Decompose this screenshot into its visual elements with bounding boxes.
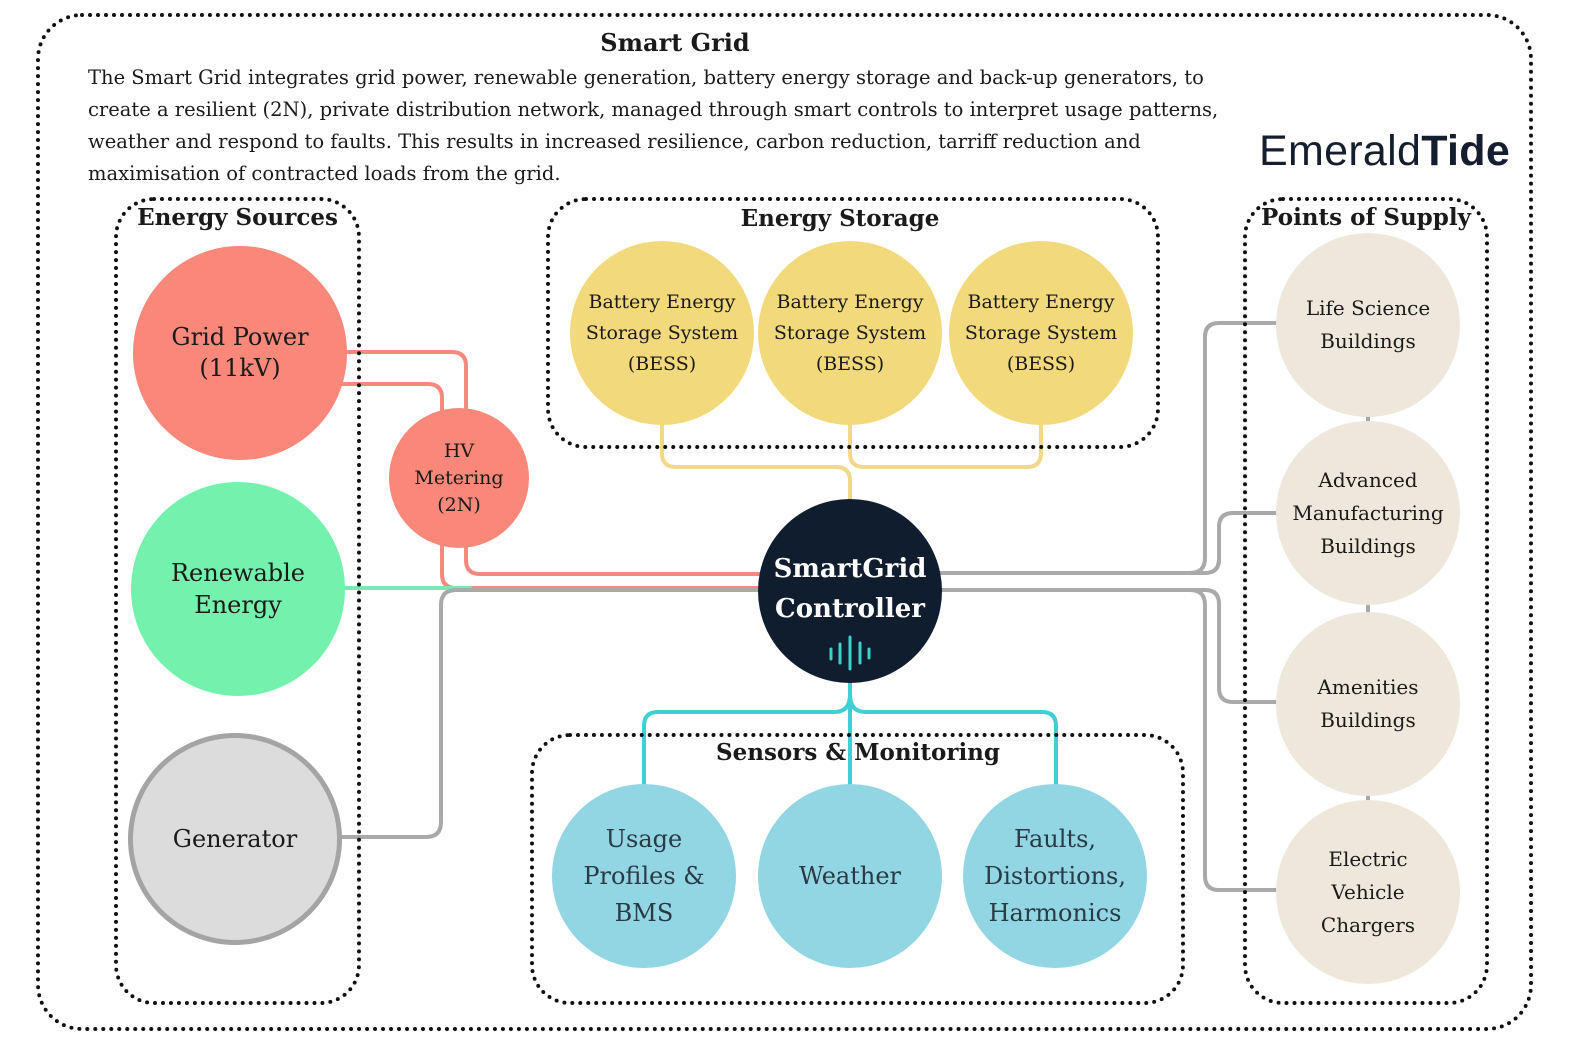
generator-node: Generator — [128, 733, 342, 945]
amenities-label: Amenities Buildings — [1317, 675, 1419, 732]
weather-node: Weather — [758, 784, 942, 968]
controller-wave-icon — [829, 635, 871, 671]
brand-logo: EmeraldTide — [1259, 127, 1510, 176]
sensors-monitoring-title: Sensors & Monitoring — [716, 739, 1000, 766]
page-title: Smart Grid — [600, 28, 750, 57]
sound-wave-icon — [1345, 41, 1431, 123]
renewable-energy-node: Renewable Energy — [131, 482, 345, 696]
energy-storage-title: Energy Storage — [740, 205, 940, 232]
usage-profiles-label: Usage Profiles & BMS — [583, 824, 705, 927]
advanced-manufacturing-node: Advanced Manufacturing Buildings — [1276, 421, 1460, 605]
bess-node-2: Battery Energy Storage System (BESS) — [758, 241, 942, 425]
sensors-monitoring-group — [530, 733, 1185, 1005]
controller-label: SmartGrid Controller — [773, 554, 927, 624]
bess-node-3: Battery Energy Storage System (BESS) — [949, 241, 1133, 425]
grid-power-node: Grid Power (11kV) — [133, 246, 347, 460]
brand-name-part2: Tide — [1421, 127, 1511, 175]
life-science-label: Life Science Buildings — [1305, 296, 1431, 353]
hv-metering-label: HV Metering (2N) — [414, 439, 504, 516]
bess-label-3: Battery Energy Storage System (BESS) — [964, 290, 1118, 375]
supply-lines — [938, 321, 1280, 892]
grid-power-label: Grid Power (11kV) — [171, 323, 309, 382]
page-description: The Smart Grid integrates grid power, re… — [88, 66, 1219, 185]
renewable-energy-label: Renewable Energy — [170, 559, 306, 619]
energy-storage-group — [546, 197, 1160, 449]
usage-profiles-node: Usage Profiles & BMS — [552, 784, 736, 968]
energy-sources-title: Energy Sources — [137, 204, 338, 231]
ev-chargers-node: Electric Vehicle Chargers — [1276, 800, 1460, 984]
ev-chargers-label: Electric Vehicle Chargers — [1320, 846, 1416, 937]
faults-node: Faults, Distortions, Harmonics — [963, 784, 1147, 968]
points-of-supply-group — [1243, 197, 1489, 1005]
weather-label: Weather — [799, 861, 901, 890]
bess-label-1: Battery Energy Storage System (BESS) — [585, 290, 739, 375]
life-science-node: Life Science Buildings — [1276, 233, 1460, 417]
bess-label-2: Battery Energy Storage System (BESS) — [773, 290, 927, 375]
brand-name-part1: Emerald — [1259, 127, 1422, 175]
hv-metering-node: HV Metering (2N) — [389, 408, 529, 548]
bess-node-1: Battery Energy Storage System (BESS) — [570, 241, 754, 425]
energy-sources-group — [114, 197, 361, 1005]
amenities-node: Amenities Buildings — [1276, 612, 1460, 796]
smart-grid-frame — [36, 13, 1533, 1031]
points-of-supply-title: Points of Supply — [1261, 204, 1471, 231]
faults-label: Faults, Distortions, Harmonics — [984, 824, 1126, 927]
storage-lines — [660, 422, 1043, 502]
generator-line — [340, 588, 762, 839]
generator-label: Generator — [172, 825, 298, 853]
advanced-manufacturing-label: Advanced Manufacturing Buildings — [1292, 467, 1444, 558]
